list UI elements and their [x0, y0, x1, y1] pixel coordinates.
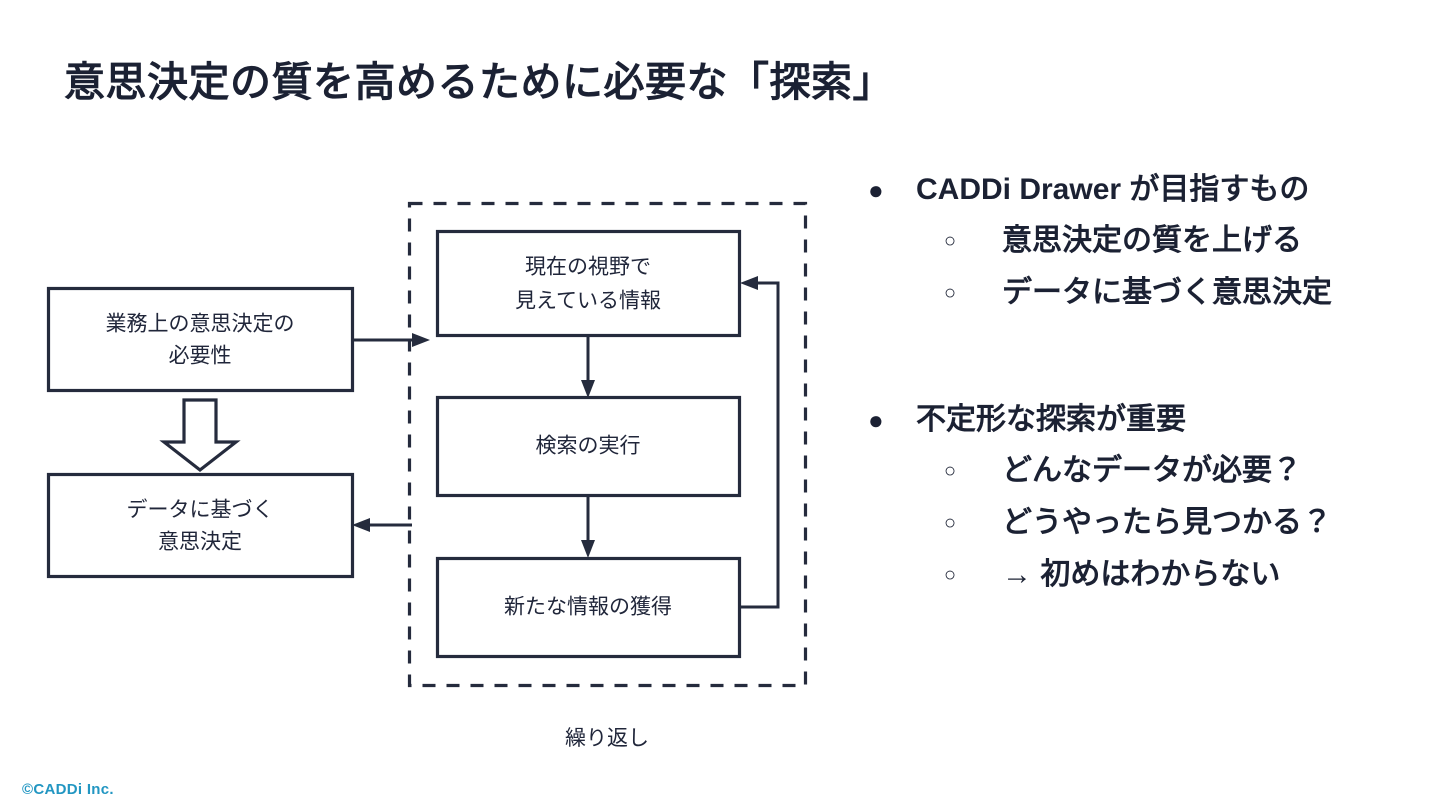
bullet-level1-item: ● CADDi Drawer が目指すもの: [862, 168, 1422, 212]
down-block-arrow: [159, 398, 241, 473]
box-visible-info-line2: 見えている情報: [515, 290, 661, 313]
box-visible-info-line1: 現在の視野で: [525, 256, 651, 279]
bullet-level2-item: ○ 意思決定の質を上げる: [862, 218, 1422, 264]
bullet-group-2: ● 不定形な探索が重要 ○ どんなデータが必要？ ○ どうやったら見つかる？ ○…: [862, 398, 1422, 598]
connector-need-to-cycle: [353, 333, 430, 347]
bullet-heading-1: CADDi Drawer が目指すもの: [916, 173, 1310, 206]
bullet-level2-item: ○ → 初めはわからない: [862, 552, 1422, 598]
bullet-sub-2-2: どうやったら見つかる？: [1002, 506, 1332, 539]
copyright-label: ©CADDi Inc.: [22, 781, 114, 798]
bullet-list: ● CADDi Drawer が目指すもの ○ 意思決定の質を上げる ○ データ…: [862, 168, 1422, 604]
bullet-sub-1-1: 意思決定の質を上げる: [1002, 224, 1302, 257]
bullet-sub-1-2: データに基づく意思決定: [1002, 276, 1332, 309]
box-new-info: [435, 556, 742, 659]
box-visible-info: [435, 229, 742, 338]
box-need-line1: 業務上の意思決定の: [106, 313, 295, 336]
box-run-search: [435, 395, 742, 498]
bullet-level2-item: ○ どうやったら見つかる？: [862, 500, 1422, 546]
bullet-level2-item: ○ データに基づく意思決定: [862, 270, 1422, 316]
bullet-group-1: ● CADDi Drawer が目指すもの ○ 意思決定の質を上げる ○ データ…: [862, 168, 1422, 316]
filled-bullet-icon: ●: [868, 405, 884, 435]
bullet-level2-item: ○ どんなデータが必要？: [862, 448, 1422, 494]
loop-container-dashed-box: [407, 201, 808, 688]
connector-new-to-visible-feedback: [740, 276, 780, 609]
filled-bullet-icon: ●: [868, 175, 884, 205]
loop-caption: 繰り返し: [565, 727, 649, 750]
hollow-bullet-icon: ○: [944, 512, 957, 534]
hollow-bullet-icon: ○: [944, 230, 957, 252]
hollow-bullet-icon: ○: [944, 564, 957, 586]
bullet-sub-2-3: → 初めはわからない: [1002, 558, 1281, 591]
page-title: 意思決定の質を高めるために必要な「探索」: [64, 59, 894, 105]
connector-visible-to-search: [581, 336, 595, 398]
flow-diagram: 業務上の意思決定の 必要性 データに基づく 意思決定 現在の視野で 見えている情…: [0, 150, 840, 770]
box-run-search-line1: 検索の実行: [536, 435, 641, 458]
box-decision-line1: データに基づく: [127, 499, 274, 522]
box-decision: [46, 472, 355, 579]
connector-search-to-new: [581, 496, 595, 558]
connector-cycle-to-decision: [352, 518, 412, 532]
bullet-group-spacer: [862, 322, 1422, 398]
hollow-bullet-icon: ○: [944, 460, 957, 482]
hollow-bullet-icon: ○: [944, 282, 957, 304]
box-need-line2: 必要性: [169, 345, 232, 368]
box-need: [46, 286, 355, 393]
box-new-info-line1: 新たな情報の獲得: [504, 596, 672, 619]
bullet-heading-2: 不定形な探索が重要: [916, 403, 1186, 436]
box-decision-line2: 意思決定: [158, 531, 242, 554]
bullet-sub-2-1: どんなデータが必要？: [1002, 454, 1302, 487]
bullet-level1-item: ● 不定形な探索が重要: [862, 398, 1422, 442]
